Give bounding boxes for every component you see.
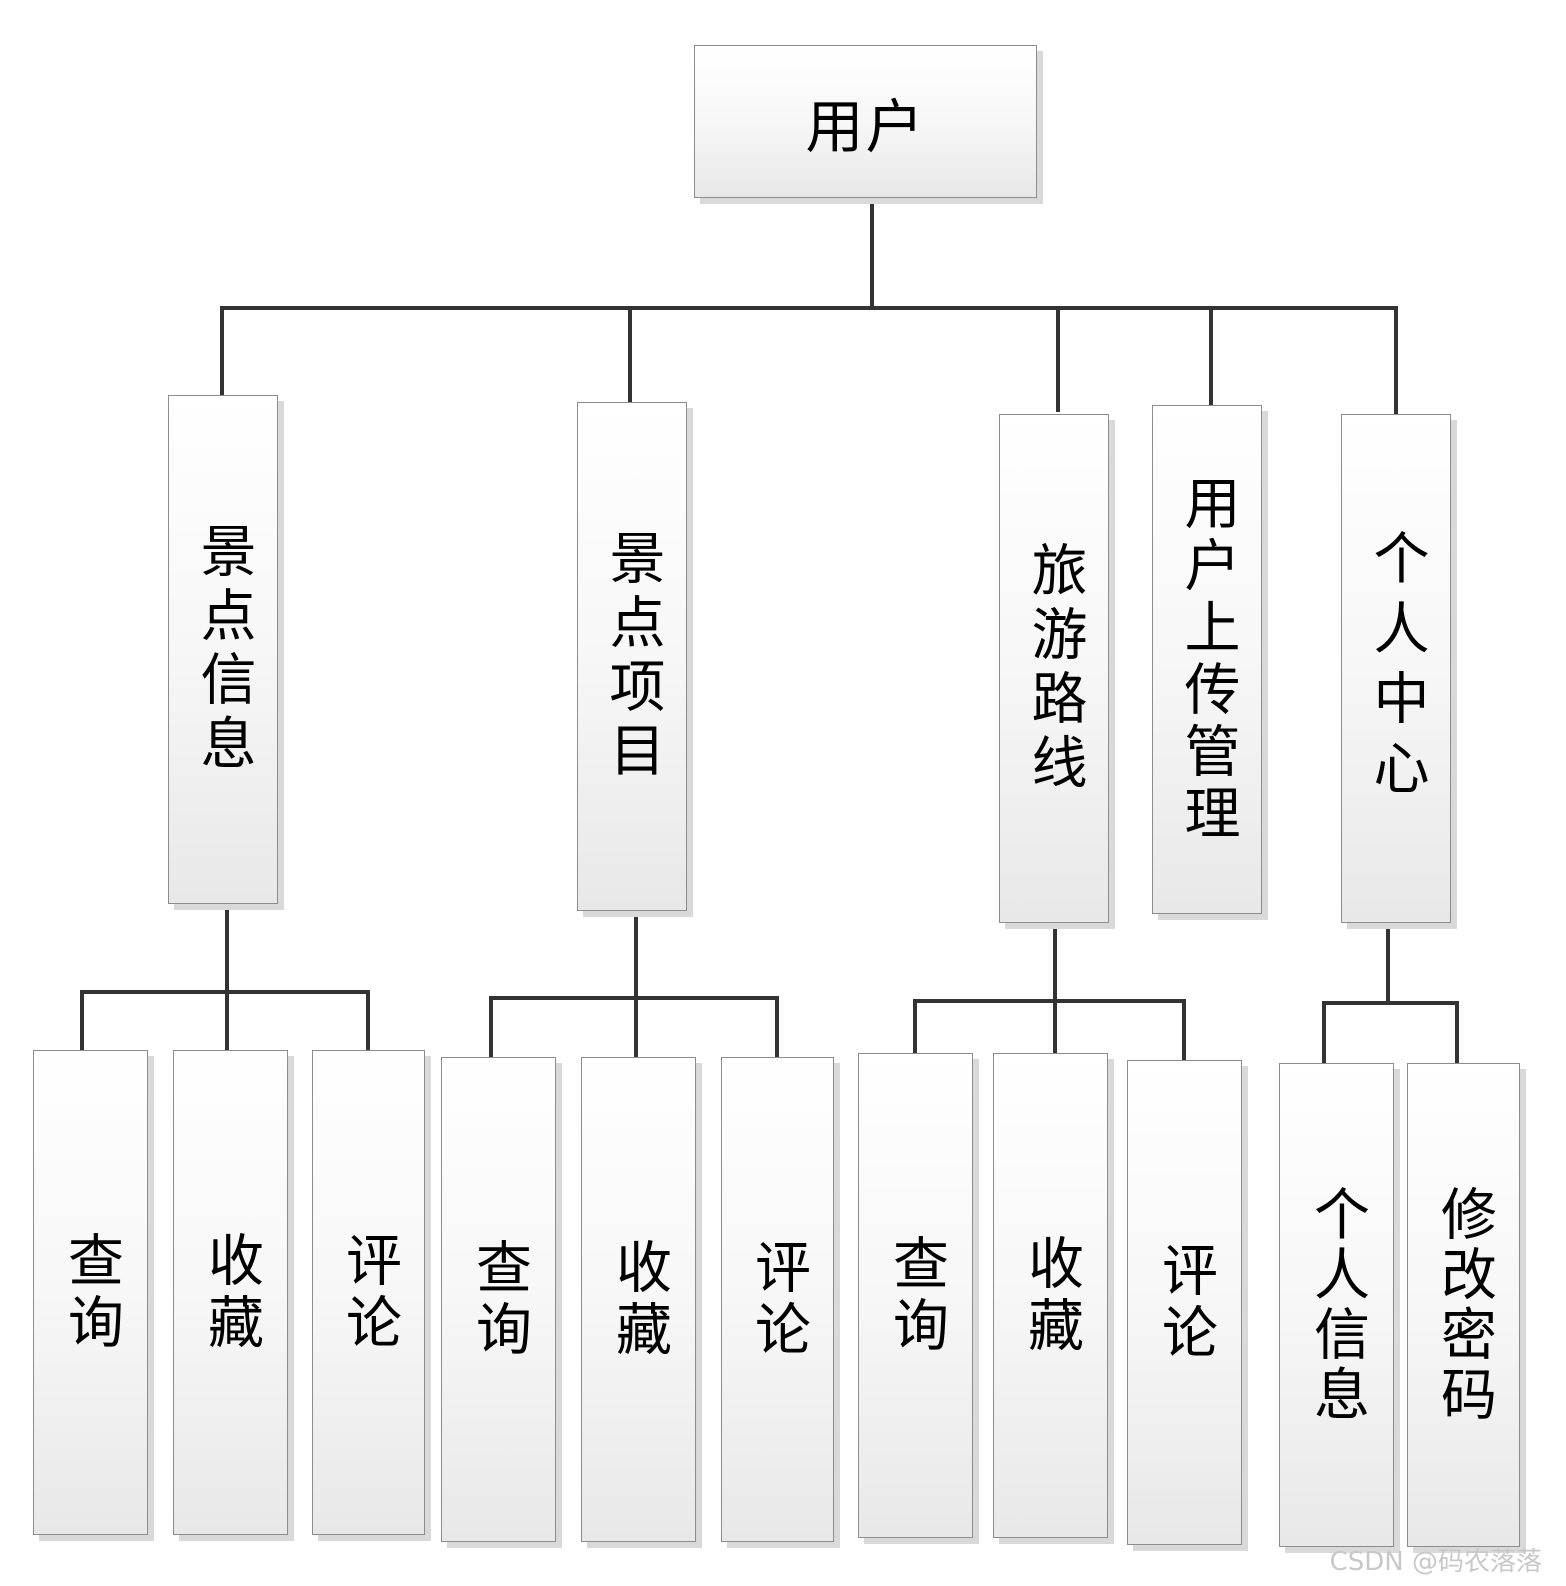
module-node-label: 旅游路线	[1022, 540, 1087, 797]
leaf-node-personal-info: 个人信息	[1279, 1063, 1394, 1547]
module-node-upload-management: 用户上传管理	[1152, 405, 1262, 914]
leaf-node-comment: 评论	[721, 1057, 834, 1542]
leaf-node-comment: 评论	[1127, 1060, 1242, 1545]
leaf-node-label: 收藏	[1018, 1233, 1084, 1358]
leaf-node-query: 查询	[33, 1050, 148, 1535]
leaf-node-label: 评论	[1152, 1240, 1218, 1365]
leaf-node-query: 查询	[441, 1057, 556, 1542]
leaf-node-label: 修改密码	[1431, 1185, 1497, 1425]
leaf-node-label: 个人信息	[1304, 1185, 1370, 1425]
module-node-label: 景点信息	[191, 521, 256, 778]
module-node-travel-routes: 旅游路线	[999, 414, 1109, 923]
leaf-node-label: 收藏	[198, 1230, 264, 1355]
leaf-node-change-password: 修改密码	[1407, 1063, 1520, 1547]
leaf-node-label: 收藏	[606, 1237, 672, 1362]
module-node-scenic-info: 景点信息	[168, 395, 278, 904]
module-node-label: 用户上传管理	[1175, 473, 1240, 846]
leaf-node-favorite: 收藏	[993, 1053, 1108, 1538]
leaf-node-favorite: 收藏	[581, 1057, 696, 1542]
root-node-label: 用户	[805, 92, 926, 161]
module-node-personal-center: 个人中心	[1341, 414, 1451, 923]
leaf-node-label: 评论	[336, 1230, 402, 1355]
leaf-node-label: 查询	[466, 1237, 532, 1362]
root-node: 用户	[694, 45, 1037, 198]
module-node-label: 个人中心	[1364, 528, 1429, 809]
leaf-node-label: 查询	[883, 1233, 949, 1358]
leaf-node-label: 评论	[745, 1237, 811, 1362]
module-node-scenic-projects: 景点项目	[577, 402, 687, 911]
watermark: CSDN @码农落落	[1329, 1547, 1542, 1577]
leaf-node-comment: 评论	[312, 1050, 425, 1535]
leaf-node-query: 查询	[858, 1053, 973, 1538]
leaf-node-label: 查询	[58, 1230, 124, 1355]
module-node-label: 景点项目	[600, 528, 665, 785]
leaf-node-favorite: 收藏	[173, 1050, 288, 1535]
